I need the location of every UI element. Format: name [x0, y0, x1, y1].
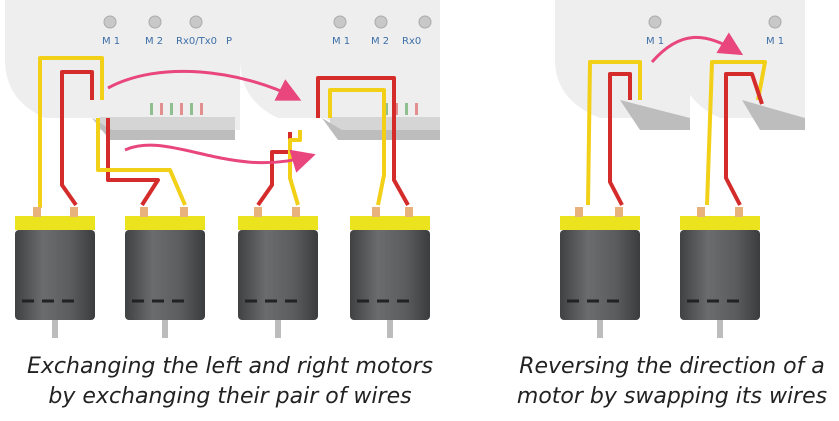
- port-label-m1: M 1: [332, 36, 350, 47]
- port-label-m2: M 2: [145, 36, 163, 47]
- motor-3: [238, 207, 318, 338]
- port-label-m1: M 1: [766, 36, 784, 47]
- motor-2: [125, 207, 205, 338]
- port-circle: [648, 15, 662, 29]
- caption-reverse-motor: Reversing the direction of a motor by sw…: [505, 352, 839, 412]
- caption-line: motor by swapping its wires: [516, 384, 828, 409]
- port-circle: [768, 15, 782, 29]
- motor-4: [350, 207, 430, 338]
- caption-line: Reversing the direction of a: [519, 354, 825, 379]
- port-label-m1: M 1: [102, 36, 120, 47]
- board-right-1: [555, 0, 690, 130]
- port-label-rx: Rx0/Tx0: [176, 36, 217, 47]
- port-circles-left: [103, 15, 432, 29]
- exchange-arrows: [107, 69, 316, 173]
- port-label-m2: M 2: [371, 36, 389, 47]
- port-label-m1: M 1: [646, 36, 664, 47]
- caption-line: by exchanging their pair of wires: [48, 384, 412, 409]
- caption-line: Exchanging the left and right motors: [26, 354, 434, 379]
- motor-1: [15, 207, 95, 338]
- motor-right-2: [680, 207, 760, 338]
- caption-exchange-motors: Exchanging the left and right motors by …: [10, 352, 450, 412]
- board-right-2: [680, 0, 805, 130]
- port-label-rx: Rx0: [402, 36, 421, 47]
- wires-left-original: [38, 56, 187, 208]
- port-label-partial: P: [226, 36, 232, 47]
- swap-arrow: [650, 32, 744, 63]
- wires-right: [586, 60, 767, 206]
- wires-left-swapped: [256, 76, 410, 207]
- header-pins-left: [150, 103, 418, 115]
- motor-right-1: [560, 207, 640, 338]
